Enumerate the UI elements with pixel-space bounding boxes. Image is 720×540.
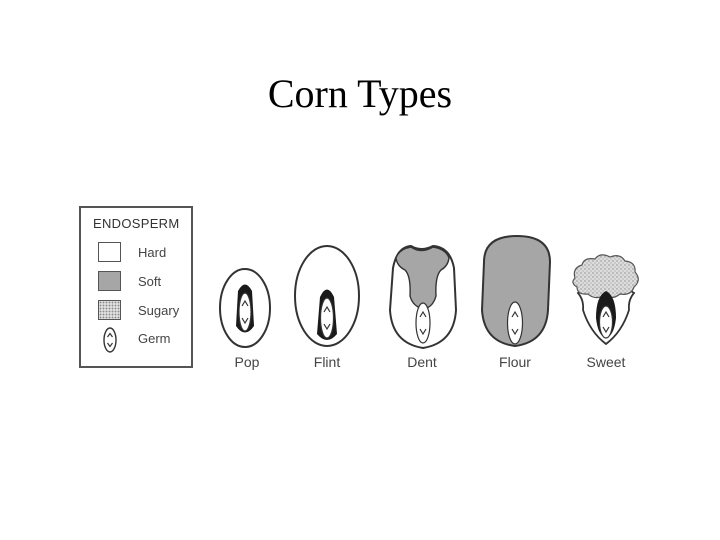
legend-item-hard: Hard bbox=[98, 242, 190, 266]
legend-label-soft: Soft bbox=[138, 274, 162, 289]
flour-kernel bbox=[480, 234, 552, 348]
legend-label-sugary: Sugary bbox=[138, 303, 180, 318]
legend-label-germ: Germ bbox=[138, 331, 171, 346]
legend-item-germ: Germ bbox=[98, 327, 190, 353]
legend-item-sugary: Sugary bbox=[98, 300, 190, 324]
legend-item-soft: Soft bbox=[98, 271, 190, 295]
endosperm-legend: ENDOSPERM Hard Soft Sugary Germ bbox=[79, 206, 193, 368]
germ-swatch-icon bbox=[103, 327, 117, 353]
sugary-swatch bbox=[98, 300, 121, 320]
dent-kernel bbox=[388, 244, 458, 350]
kernel-label-flour: Flour bbox=[499, 354, 531, 370]
soft-swatch bbox=[98, 271, 121, 291]
legend-heading: ENDOSPERM bbox=[93, 216, 180, 231]
hard-swatch bbox=[98, 242, 121, 262]
legend-label-hard: Hard bbox=[138, 245, 167, 260]
pop-kernel bbox=[219, 268, 271, 348]
kernel-label-flint: Flint bbox=[313, 354, 341, 370]
slide-title: Corn Types bbox=[267, 71, 453, 116]
kernel-label-pop: Pop bbox=[234, 354, 260, 370]
flint-kernel bbox=[294, 245, 360, 347]
kernel-label-sweet: Sweet bbox=[586, 354, 626, 370]
kernel-label-dent: Dent bbox=[407, 354, 437, 370]
sweet-kernel bbox=[572, 254, 639, 346]
